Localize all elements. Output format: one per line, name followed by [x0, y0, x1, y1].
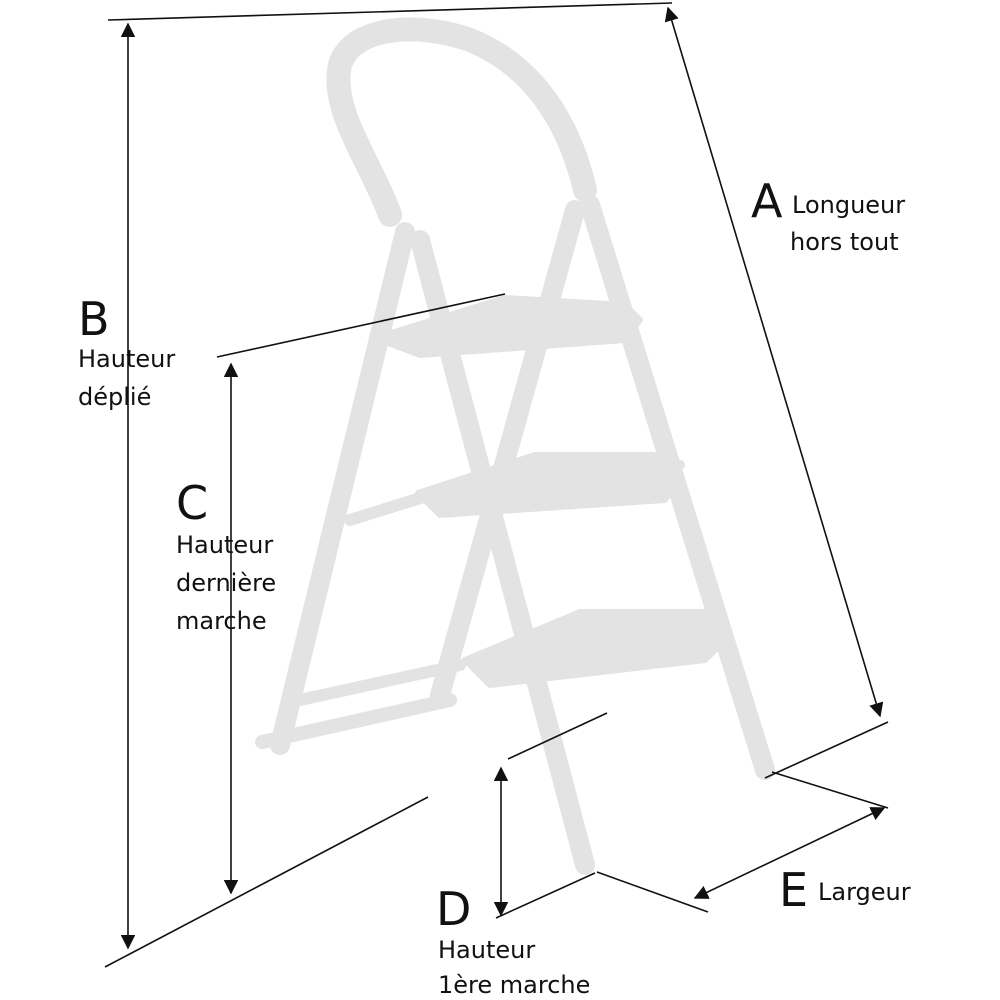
dimension-e-letter: E	[779, 863, 809, 917]
dimension-c-caption-line2: dernière	[176, 569, 277, 597]
dimension-e-arrow	[693, 807, 886, 899]
dimension-a-tick	[764, 721, 889, 779]
top-reference-line	[107, 2, 673, 21]
dimension-c-caption-line3: marche	[176, 607, 267, 635]
dimension-d-tick	[495, 872, 596, 919]
ladder-cross-brace-upper	[344, 489, 436, 526]
dimension-e-left-tick	[596, 871, 709, 913]
first-step-reference-line	[507, 712, 608, 760]
ladder-front-left-leg	[270, 222, 415, 755]
dimension-e-caption-line1: Largeur	[818, 878, 911, 906]
ladder-step-top	[372, 295, 643, 358]
ladder-step-bottom	[462, 609, 728, 688]
ladder-front-right-leg	[430, 200, 585, 705]
dimension-a-arrow	[664, 6, 884, 718]
floor-reference-line	[104, 796, 429, 968]
ladder-cross-brace-lower	[294, 659, 466, 706]
dimension-a-caption-line2: hors tout	[790, 228, 899, 256]
dimension-b-letter: B	[78, 292, 110, 346]
dimension-lines	[104, 2, 889, 968]
dimension-d-letter: D	[436, 882, 472, 936]
top-step-reference-line	[216, 293, 506, 358]
dimension-c-letter: C	[176, 476, 209, 530]
dimension-a-caption-line1: Longueur	[792, 191, 906, 219]
ladder-step-middle	[415, 452, 683, 518]
ladder-steps	[372, 295, 728, 688]
dimension-b-caption-line1: Hauteur	[78, 345, 176, 373]
dimension-a-letter: A	[751, 174, 783, 228]
dimension-e-right-tick	[771, 771, 889, 809]
step-ladder-illustration	[255, 17, 775, 875]
dimension-d-caption-line1: Hauteur	[438, 936, 536, 964]
ladder-base-bar	[255, 693, 457, 749]
dimension-c-caption-line1: Hauteur	[176, 531, 274, 559]
dimension-d-caption-line2: 1ère marche	[438, 971, 591, 999]
ladder-handle	[326, 17, 597, 227]
dimension-b-caption-line2: déplié	[78, 383, 152, 411]
